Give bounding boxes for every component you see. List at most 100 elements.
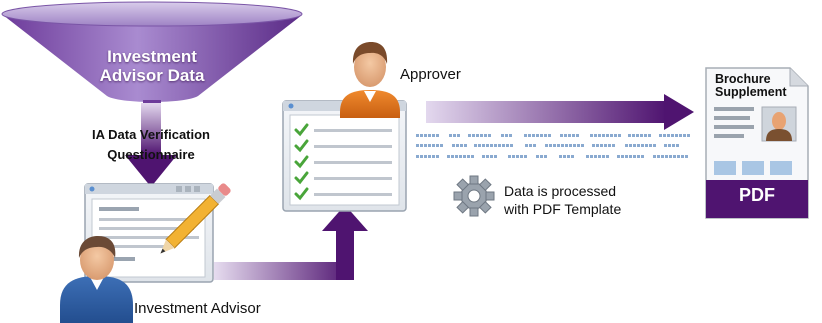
data-dot [472,134,475,137]
data-dot [536,155,539,158]
data-dot [641,144,644,147]
data-dot [480,134,483,137]
data-dot [679,134,682,137]
data-dot [675,134,678,137]
data-dot [508,155,511,158]
brochure-title: Brochure Supplement [715,73,795,99]
data-dot [456,144,459,147]
brochure-title-line2: Supplement [715,85,787,99]
data-dot [505,134,508,137]
data-dot [663,134,666,137]
data-dot [524,134,527,137]
data-dot [436,134,439,137]
data-dot [598,155,601,158]
data-dot [544,134,547,137]
data-dot [633,144,636,147]
data-dot [659,134,662,137]
data-dot [524,155,527,158]
data-dot [432,134,435,137]
data-dot [586,155,589,158]
data-dot [581,144,584,147]
data-dot [637,155,640,158]
data-dot [428,134,431,137]
data-dot [560,134,563,137]
data-dot [440,144,443,147]
data-dot [561,144,564,147]
data-dot [432,155,435,158]
data-stream-dots [416,134,690,158]
data-dot [533,144,536,147]
data-dot [672,144,675,147]
data-dot [565,144,568,147]
data-dot [629,155,632,158]
data-dot [572,134,575,137]
gear-icon [453,175,495,217]
funnel-icon [1,1,303,105]
data-dot [577,144,580,147]
data-dot [612,144,615,147]
data-dot [512,155,515,158]
data-dot [506,144,509,147]
verification-label-line1: IA Data Verification [92,127,210,142]
data-dot [482,144,485,147]
data-dot [576,134,579,137]
data-dot [459,155,462,158]
data-dot [549,144,552,147]
data-dot [424,134,427,137]
right-arrow [426,94,694,130]
data-dot [452,144,455,147]
data-dot [596,144,599,147]
data-dot [453,134,456,137]
data-dot [653,155,656,158]
data-dot [516,155,519,158]
data-dot [673,155,676,158]
data-dot [484,134,487,137]
data-dot [455,155,458,158]
data-dot [447,155,450,158]
data-dot [664,144,667,147]
data-dot [683,134,686,137]
data-dot [536,134,539,137]
data-dot [471,155,474,158]
data-dot [657,155,660,158]
data-dot [498,144,501,147]
data-dot [449,134,452,137]
data-dot [608,144,611,147]
data-dot [644,134,647,137]
data-dot [468,134,471,137]
process-label: Data is processed with PDF Template [504,182,621,218]
data-dot [476,134,479,137]
pencil-icon [160,183,231,254]
data-dot [420,144,423,147]
data-dot [502,144,505,147]
data-dot [436,155,439,158]
investment-advisor-person-icon [60,236,133,323]
data-dot [598,134,601,137]
data-dot [545,144,548,147]
data-dot [520,155,523,158]
data-dot [486,155,489,158]
data-dot [467,155,470,158]
data-dot [567,155,570,158]
data-dot [590,134,593,137]
data-dot [510,144,513,147]
data-dot [573,144,576,147]
data-dot [501,134,504,137]
data-dot [478,144,481,147]
data-dot [665,155,668,158]
data-dot [457,134,460,137]
data-dot [532,134,535,137]
data-dot [653,144,656,147]
data-dot [600,144,603,147]
data-dot [525,144,528,147]
data-dot [681,155,684,158]
data-dot [649,144,652,147]
down-arrow [125,103,177,187]
funnel-label: Investment Advisor Data [52,47,252,85]
data-dot [685,155,688,158]
brochure-document-icon [705,67,809,219]
data-dot [632,134,635,137]
data-dot [671,134,674,137]
data-dot [529,144,532,147]
data-dot [637,144,640,147]
